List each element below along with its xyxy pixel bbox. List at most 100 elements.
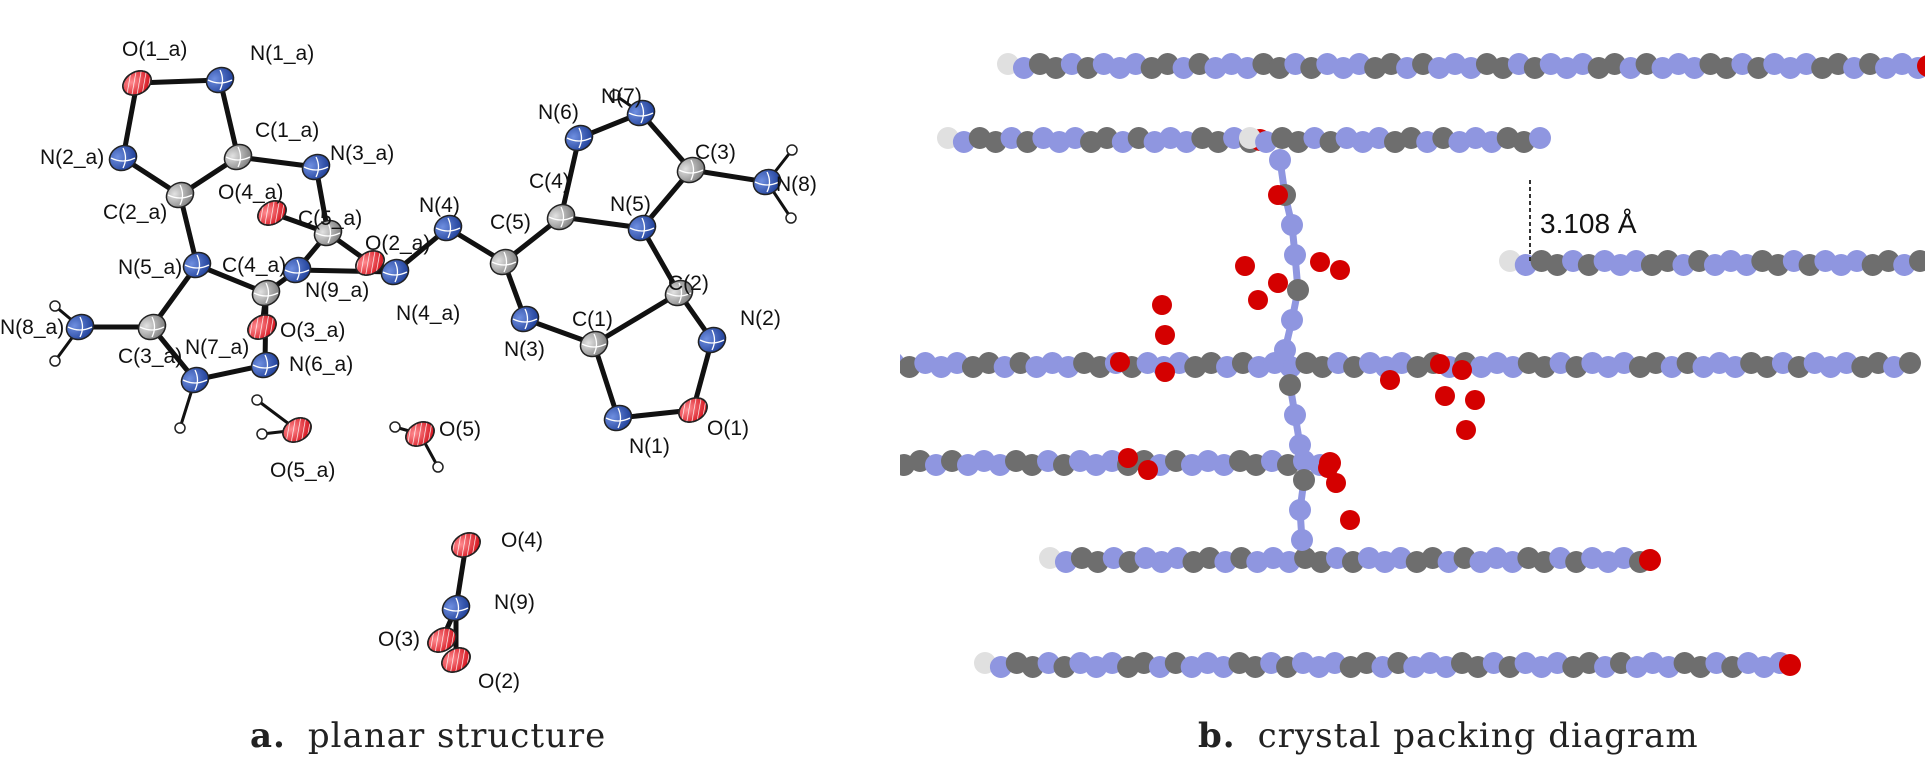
oxygen-ball bbox=[1779, 654, 1801, 676]
atom-O1a bbox=[122, 70, 152, 96]
atom-C5 bbox=[489, 248, 519, 276]
atom-C3 bbox=[676, 156, 706, 184]
atom-O3a bbox=[247, 314, 277, 340]
nitrate-oxygen-ball bbox=[1248, 290, 1268, 310]
atom-O5a bbox=[282, 417, 312, 443]
atom-N8 bbox=[752, 168, 782, 196]
crystal-packing-diagram: 3.108 Å bbox=[749, 53, 1925, 678]
atom-O5 bbox=[405, 421, 435, 447]
cross-atom-ball bbox=[1284, 404, 1306, 426]
atom-label-C4: C(4) bbox=[529, 170, 570, 193]
hydrogen-atom-8 bbox=[389, 421, 401, 433]
nitrate-oxygen-ball bbox=[1435, 386, 1455, 406]
nitrate-oxygen-ball bbox=[1152, 295, 1172, 315]
molecular-layer-2 bbox=[1239, 127, 1551, 153]
atom-C4a bbox=[251, 279, 281, 307]
molecular-layer-3 bbox=[1499, 250, 1925, 276]
hydrogen-atom-7 bbox=[256, 428, 268, 440]
atom-N3 bbox=[510, 305, 540, 333]
nitrate-oxygen-ball bbox=[1310, 252, 1330, 272]
atom-C5a bbox=[313, 219, 343, 247]
atom-C4 bbox=[546, 203, 576, 231]
atom-N1a bbox=[205, 66, 235, 94]
atom-layer bbox=[49, 66, 798, 673]
atom-label-N6a: N(6_a) bbox=[289, 353, 353, 376]
atom-label-layer: O(1_a)N(1_a)C(1_a)N(2_a)N(3_a)O(4_a)C(5_… bbox=[0, 38, 817, 693]
cross-atom-ball bbox=[1287, 279, 1309, 301]
atom-label-N9a: N(9_a) bbox=[305, 279, 369, 302]
atom-ball bbox=[1899, 352, 1921, 374]
atom-N4 bbox=[433, 214, 463, 242]
atom-O2a bbox=[355, 250, 385, 276]
atom-label-O4a: O(4_a) bbox=[218, 181, 283, 204]
nitrate-oxygen-ball bbox=[1155, 362, 1175, 382]
nitrate-oxygen-ball bbox=[1380, 370, 1400, 390]
nitrate-oxygen-ball bbox=[1268, 273, 1288, 293]
atom-N2a bbox=[108, 144, 138, 172]
atom-label-C4a: C(4_a) bbox=[222, 254, 286, 277]
nitrate-oxygen-ball bbox=[1235, 256, 1255, 276]
atom-O4 bbox=[451, 532, 481, 558]
bond-N1a-C1a bbox=[217, 77, 241, 160]
atom-N9 bbox=[441, 594, 471, 622]
hydrogen-atom-6 bbox=[251, 394, 263, 406]
nitrate-oxygen-ball bbox=[1456, 420, 1476, 440]
cross-atom-ball bbox=[1284, 244, 1306, 266]
oxygen-ball bbox=[1639, 549, 1661, 571]
nitrate-oxygen-ball bbox=[1430, 354, 1450, 374]
planar-structure-diagram: O(1_a)N(1_a)C(1_a)N(2_a)N(3_a)O(4_a)C(5_… bbox=[0, 38, 817, 693]
atom-label-N3: N(3) bbox=[504, 338, 545, 361]
atom-N6 bbox=[564, 124, 594, 152]
atom-C2 bbox=[664, 279, 694, 307]
atom-label-N9: N(9) bbox=[494, 591, 535, 614]
atom-C1 bbox=[579, 330, 609, 358]
atom-N1 bbox=[603, 404, 633, 432]
nitrate-oxygen-ball bbox=[1155, 325, 1175, 345]
cross-atom-ball bbox=[1274, 339, 1296, 361]
atom-label-C2: C(2) bbox=[668, 272, 709, 295]
atom-label-O1a: O(1_a) bbox=[122, 38, 187, 61]
atom-label-N5: N(5) bbox=[610, 193, 651, 216]
atom-N4a bbox=[380, 258, 410, 286]
atom-label-N4: N(4) bbox=[419, 194, 460, 217]
bond-C1-C2 bbox=[591, 290, 682, 347]
cross-atom-ball bbox=[1279, 374, 1301, 396]
atom-ball bbox=[1529, 127, 1551, 149]
atom-N6a bbox=[250, 351, 280, 379]
caption-text-a: planar structure bbox=[307, 716, 607, 756]
caption-letter-b: b. bbox=[1198, 716, 1236, 756]
atom-label-N6: N(6) bbox=[538, 101, 579, 124]
nitrate-oxygen-ball bbox=[1110, 352, 1130, 372]
caption-text-b: crystal packing diagram bbox=[1257, 716, 1699, 756]
atom-N8a bbox=[65, 313, 95, 341]
atom-label-N3a: N(3_a) bbox=[330, 142, 394, 165]
atom-label-O3: O(3) bbox=[378, 628, 420, 651]
hydrogen-atom-2 bbox=[785, 212, 797, 224]
atom-label-C2a: C(2_a) bbox=[103, 201, 167, 224]
bond-N1-C1 bbox=[591, 341, 621, 421]
caption-planar-structure: a.planar structure bbox=[250, 716, 606, 756]
atom-N9a bbox=[282, 256, 312, 284]
atom-label-C3: C(3) bbox=[695, 141, 736, 164]
atom-C2a bbox=[165, 181, 195, 209]
atom-label-N1: N(1) bbox=[629, 435, 670, 458]
bond-N9a-N4a bbox=[294, 267, 398, 275]
cross-atom-ball bbox=[1289, 499, 1311, 521]
molecular-layers bbox=[749, 53, 1925, 678]
atom-label-N2: N(2) bbox=[740, 307, 781, 330]
nitrate-oxygen-ball bbox=[1326, 473, 1346, 493]
atom-label-C5: C(5) bbox=[490, 211, 531, 234]
atom-label-N2a: N(2_a) bbox=[40, 146, 104, 169]
cross-link-chain bbox=[1110, 149, 1485, 551]
hydrogen-atom-3 bbox=[49, 300, 61, 312]
atom-label-C1a: C(1_a) bbox=[255, 119, 319, 142]
atom-label-N7: N(7) bbox=[601, 85, 642, 108]
cross-atom-ball bbox=[1293, 469, 1315, 491]
atom-C1a bbox=[223, 143, 253, 171]
atom-label-C3a: C(3_a) bbox=[118, 345, 182, 368]
hydrogen-atom-0 bbox=[609, 89, 621, 101]
molecular-layer-1 bbox=[937, 127, 1271, 153]
oxygen-ball bbox=[1917, 55, 1925, 77]
atom-label-C5a: C(5_a) bbox=[298, 207, 362, 230]
atom-C3a bbox=[137, 313, 167, 341]
